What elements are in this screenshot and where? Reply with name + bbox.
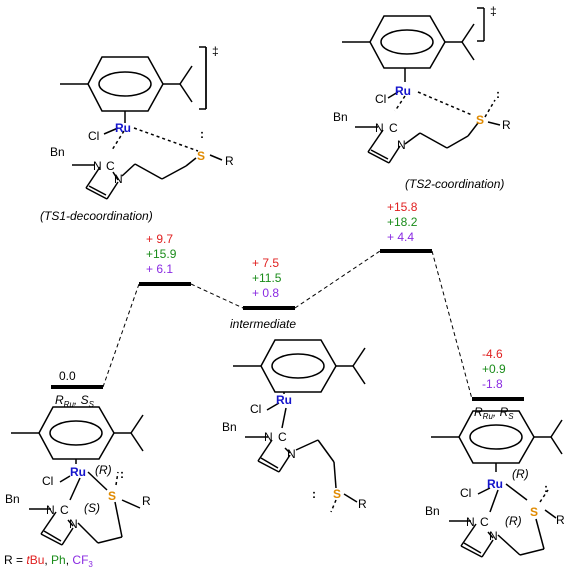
structure-ts2 [342,7,501,164]
n-atom: N [397,138,406,152]
c-atom: C [278,430,287,444]
connector-ts2-end [431,250,473,400]
caption-ts2: (TS2-coordination) [405,177,504,191]
cl-atom: Cl [42,474,53,488]
stereo-s-label: (S) [84,501,100,515]
n-atom: N [375,121,384,135]
r-group: R [358,497,367,511]
stereo-ru-label: (R) [512,467,529,481]
values-ts1: + 9.7 +15.9 + 6.1 [146,232,177,276]
values-ts2: +15.8 +18.2 + 4.4 [387,200,418,244]
lone-pair: : [312,487,316,501]
ru-atom: Ru [70,465,86,479]
r-group: R [502,118,511,132]
energy-levels [51,249,524,401]
label-start: RRu, SS [55,393,95,409]
value-ts2-cf3: + 4.4 [387,230,414,244]
ru-atom: Ru [487,477,503,491]
n-atom: N [114,172,123,186]
caption-int: intermediate [230,317,296,331]
dagger-ts1: ‡ [212,44,219,58]
value-int-tbu: + 7.5 [252,256,279,270]
atoms-start: Ru Cl C N N Bn S R : (R) (S) [5,463,151,531]
bn-group: Bn [222,420,237,434]
connector-int-ts2 [294,250,381,309]
structure-int [233,339,366,513]
dagger-ts2: ‡ [490,4,497,18]
value-ts2-ph: +18.2 [387,215,418,229]
value-ts1-ph: +15.9 [146,247,177,261]
n-atom: N [287,447,296,461]
value-end-cf3: -1.8 [482,377,503,391]
cl-atom: Cl [375,92,386,106]
structure-start [11,406,144,546]
s-atom: S [108,489,116,503]
bn-group: Bn [425,504,440,518]
r-group: R [225,154,234,168]
value-start: 0.0 [59,369,76,383]
atoms-int: Ru Cl C N N Bn S R : [222,393,367,511]
stereo-s-label: (R) [505,514,522,528]
lone-pair: : [496,87,500,101]
value-ts1-cf3: + 6.1 [146,262,173,276]
r-group-legend: R = tBu, Ph, CF3 [4,553,93,568]
ru-atom: Ru [276,393,292,407]
r-group: R [556,513,565,527]
value-ts1-tbu: + 9.7 [146,232,173,246]
n-atom: N [264,430,273,444]
value-ts2-tbu: +15.8 [387,200,418,214]
values-int: + 7.5 +11.5 + 0.8 [252,256,282,300]
bn-group: Bn [50,145,65,159]
value-end-ph: +0.9 [482,362,506,376]
ru-atom: Ru [115,121,131,135]
ru-atom: Ru [395,84,411,98]
c-atom: C [106,159,115,173]
n-atom: N [46,503,55,517]
stereo-ru-label: (R) [95,463,112,477]
s-atom: S [530,505,538,519]
connector-ts1-int [190,283,244,309]
connector-start-ts1 [102,283,140,388]
structure-end [431,410,563,558]
value-int-ph: +11.5 [252,271,282,285]
s-atom: S [333,487,341,501]
c-atom: C [60,503,69,517]
c-atom: C [480,515,489,529]
lone-pair: : [120,467,124,481]
atoms-ts1: Ru Cl C N N Bn S R : ‡ [50,44,234,186]
s-atom: S [197,149,205,163]
n-atom: N [466,515,475,529]
connectors [102,250,473,400]
s-atom: S [476,113,484,127]
lone-pair: : [544,481,548,495]
caption-ts1: (TS1-decoordination) [40,209,153,223]
r-group: R [142,494,151,508]
value-end-tbu: -4.6 [482,347,503,361]
values-start: 0.0 [59,369,76,383]
cl-atom: Cl [88,129,99,143]
c-atom: C [389,121,398,135]
n-atom: N [69,517,78,531]
label-end: RRu, RS [474,405,514,421]
bn-group: Bn [333,110,348,124]
values-end: -4.6 +0.9 -1.8 [482,347,506,391]
atoms-ts2: Ru Cl C N N Bn S R : ‡ [333,4,511,152]
cl-atom: Cl [460,486,471,500]
lone-pair: : [200,127,204,141]
n-atom: N [489,529,498,543]
bn-group: Bn [5,492,20,506]
value-int-cf3: + 0.8 [252,286,279,300]
structure-ts1 [60,46,223,200]
n-atom: N [93,159,102,173]
atoms-end: Ru Cl C N N Bn S R : (R) (R) [425,467,565,543]
cl-atom: Cl [250,402,261,416]
